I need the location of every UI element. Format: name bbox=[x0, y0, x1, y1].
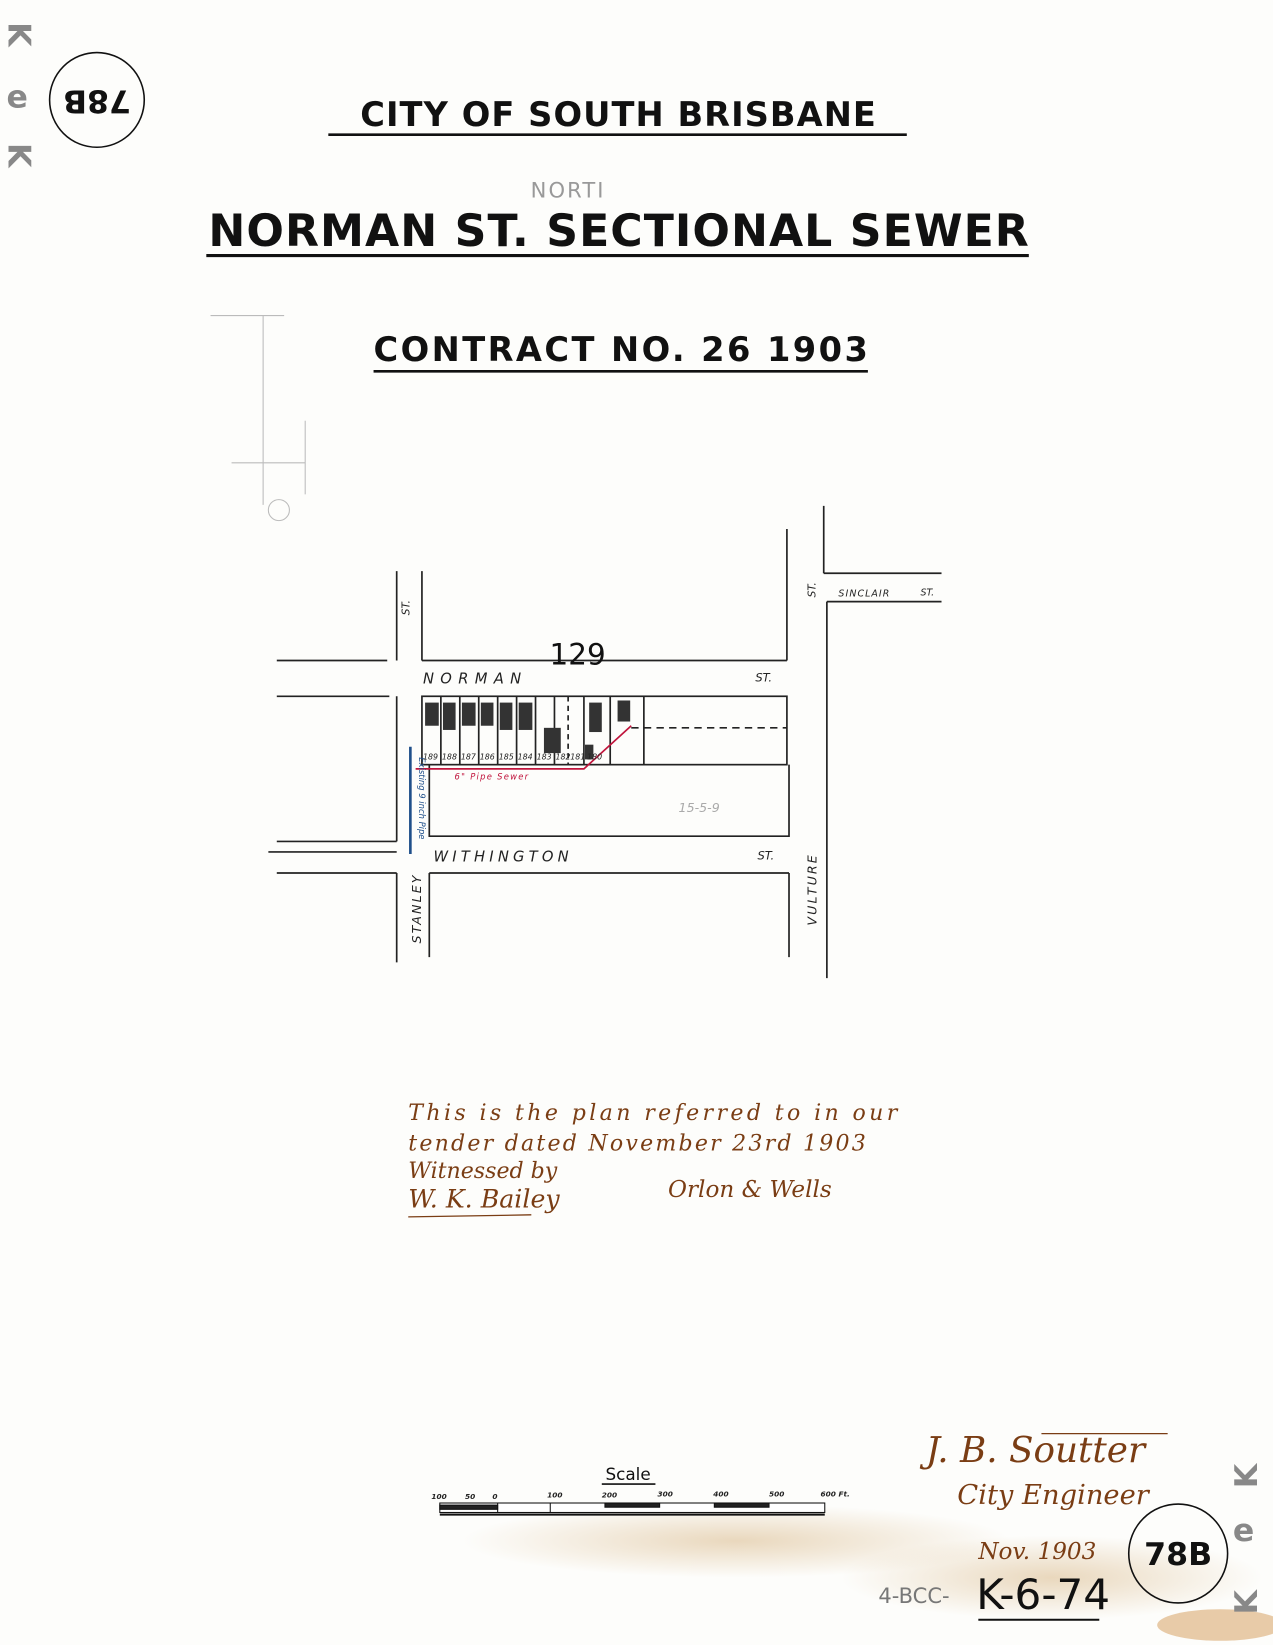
plan-title: NORMAN ST. SECTIONAL SEWER bbox=[208, 206, 1028, 257]
lot-number: 183 bbox=[537, 752, 552, 761]
edge-stamp-right: K e K bbox=[1229, 1462, 1265, 1614]
endorsement-line-2: tender dated November 23rd 1903 bbox=[408, 1132, 866, 1157]
lot-number: 187 bbox=[461, 752, 476, 761]
lot-number: 180 bbox=[587, 752, 602, 761]
engineer-role: City Engineer bbox=[957, 1480, 1150, 1511]
endorsement-line-3: Witnessed by bbox=[408, 1159, 558, 1184]
svg-text:K: K bbox=[1229, 1588, 1265, 1614]
scale-title: Scale bbox=[605, 1464, 650, 1484]
archive-pencil-prefix: 4-BCC- bbox=[878, 1583, 949, 1608]
edge-stamp-left: K e K bbox=[1, 22, 37, 169]
pencil-level: 15-5-9 bbox=[679, 800, 720, 815]
street-stanley: STANLEY bbox=[409, 873, 424, 943]
svg-text:K: K bbox=[1, 22, 37, 48]
street-sinclair: SINCLAIR bbox=[838, 588, 890, 599]
witness-signature: W. K. Bailey bbox=[408, 1184, 560, 1213]
pencil-note: NORTI bbox=[531, 178, 606, 203]
lot-number: 182 bbox=[556, 752, 571, 761]
ref-circle-bottom-text: 78B bbox=[1144, 1537, 1212, 1573]
scale-tick: 200 bbox=[602, 1491, 617, 1500]
street-vulture: VULTURE bbox=[804, 853, 819, 925]
street-norman: NORMAN bbox=[423, 671, 527, 688]
scale-tick: 600 Ft. bbox=[821, 1490, 850, 1499]
ref-circle-bottom bbox=[1127, 1503, 1229, 1604]
svg-text:K: K bbox=[1229, 1462, 1265, 1488]
engineer-signature: J. B. Soutter bbox=[920, 1430, 1147, 1471]
endorsement-note: This is the plan referred to in our tend… bbox=[408, 1101, 899, 1213]
contract-heading: CONTRACT NO. 26 1903 bbox=[374, 330, 868, 369]
city-heading: CITY OF SOUTH BRISBANE bbox=[360, 95, 877, 134]
lot-number: 186 bbox=[480, 752, 495, 761]
buildings bbox=[425, 700, 631, 760]
section-number: 129 bbox=[550, 638, 606, 672]
scale-tick: 100 bbox=[431, 1492, 446, 1501]
svg-text:K: K bbox=[1, 143, 37, 169]
street-map bbox=[268, 505, 942, 979]
scale-tick: 100 bbox=[547, 1491, 562, 1500]
street-sinclair-suffix: ST. bbox=[920, 587, 934, 598]
scale-tick: 300 bbox=[658, 1490, 673, 1499]
scale-tick: 400 bbox=[713, 1490, 728, 1499]
lot-number: 188 bbox=[442, 752, 457, 761]
scale-tick: 500 bbox=[769, 1490, 784, 1499]
scale-tick: 50 bbox=[465, 1492, 475, 1501]
scale-ticks: 100 50 0 100 200 300 400 500 600 Ft. bbox=[431, 1490, 849, 1501]
lot-number: 181 bbox=[570, 752, 585, 761]
witness-underline bbox=[408, 1214, 532, 1218]
pencil-sketch bbox=[210, 315, 306, 522]
proposed-sewer-line bbox=[415, 725, 632, 770]
lot-number: 185 bbox=[499, 752, 514, 761]
endorsement-line-1: This is the plan referred to in our bbox=[408, 1101, 899, 1126]
svg-text:e: e bbox=[1233, 1513, 1254, 1549]
svg-text:e: e bbox=[6, 79, 27, 115]
engineer-block: J. B. Soutter City Engineer Nov. 1903 bbox=[920, 1430, 1151, 1565]
scale-tick: 0 bbox=[492, 1492, 497, 1501]
street-withington-suffix: ST. bbox=[757, 848, 774, 862]
street-norman-suffix: ST. bbox=[755, 671, 772, 685]
lot-number: 184 bbox=[518, 752, 533, 761]
ref-circle-top bbox=[48, 51, 146, 149]
street-vulture-suffix: ST. bbox=[806, 582, 818, 597]
street-withington: WITHINGTON bbox=[434, 848, 573, 865]
archive-number: K-6-74 bbox=[976, 1570, 1110, 1619]
ref-circle-top-text: 78B bbox=[63, 82, 131, 118]
existing-sewer-label: Existing 9 inch Pipe bbox=[417, 757, 427, 839]
scale-bar bbox=[439, 1502, 826, 1516]
street-stanley-suffix: ST. bbox=[400, 600, 412, 615]
tenderer-signature: Orlon & Wells bbox=[668, 1177, 832, 1203]
sewer-label: 6" Pipe Sewer bbox=[455, 771, 529, 781]
paper-stain bbox=[1157, 1609, 1273, 1641]
engineer-date: Nov. 1903 bbox=[977, 1539, 1096, 1565]
lot-number: 189 bbox=[423, 752, 438, 761]
lot-numbers: 189 188 187 186 185 184 183 182 181 180 bbox=[423, 752, 602, 761]
